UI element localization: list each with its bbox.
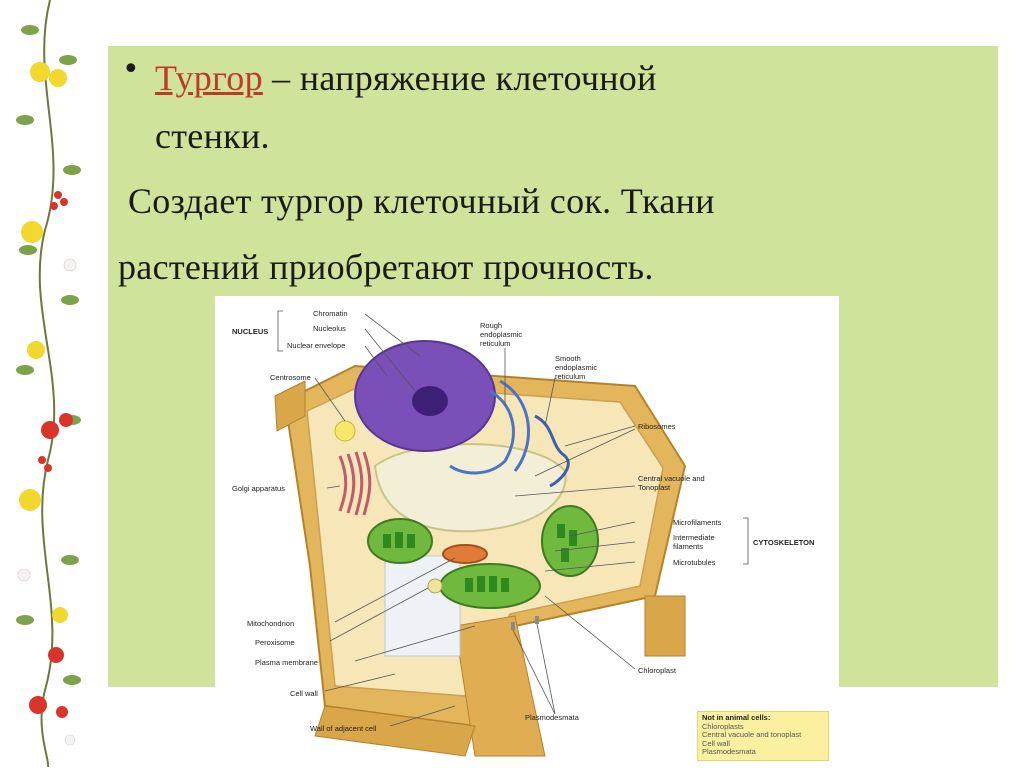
- label-smooth-er-1: Smooth: [555, 354, 581, 363]
- label-nucleolus: Nucleolus: [313, 324, 346, 333]
- label-smooth-er-3: reticulum: [555, 372, 585, 381]
- label-chloroplast: Chloroplast: [638, 666, 677, 675]
- label-rough-er-3: reticulum: [480, 339, 510, 348]
- label-nucleus: NUCLEUS: [232, 327, 268, 336]
- sentence-line-2: растений приобретают прочность.: [118, 238, 654, 296]
- not-in-animal-cells-note: Not in animal cells: Chloroplasts Centra…: [697, 711, 829, 761]
- label-intermediate: Intermediate: [673, 533, 715, 542]
- label-chromatin: Chromatin: [313, 309, 348, 318]
- label-mitochondrion: Mitochondrion: [247, 619, 294, 628]
- note-item: Plasmodesmata: [702, 748, 824, 757]
- label-plasmodesmata: Plasmodesmata: [525, 713, 580, 722]
- label-cell-wall: Cell wall: [290, 689, 318, 698]
- label-peroxisome: Peroxisome: [255, 638, 295, 647]
- label-ribosomes: Ribosomes: [638, 422, 676, 431]
- floral-vine-decoration: [0, 0, 100, 767]
- label-filaments: filaments: [673, 542, 703, 551]
- label-plasma-membrane: Plasma membrane: [255, 658, 318, 667]
- plant-cell-diagram: NUCLEUS Chromatin Nucleolus Nuclear enve…: [215, 296, 839, 767]
- label-rough-er-1: Rough: [480, 321, 502, 330]
- label-microtubules: Microtubules: [673, 558, 716, 567]
- bullet-marker: •: [122, 52, 140, 87]
- label-smooth-er-2: endoplasmic: [555, 363, 597, 372]
- label-microfilaments: Microfilaments: [673, 518, 722, 527]
- label-golgi: Golgi apparatus: [232, 484, 285, 493]
- label-centrosome: Centrosome: [270, 373, 311, 382]
- term-turgor: Тургор: [155, 58, 263, 98]
- label-nuclear-envelope: Nuclear envelope: [287, 341, 345, 350]
- plant-cell-illustration: NUCLEUS Chromatin Nucleolus Nuclear enve…: [215, 296, 839, 767]
- definition-line-1: Тургор – напряжение клеточной: [155, 49, 657, 107]
- label-central-vacuole: Central vacuole and: [638, 474, 705, 483]
- label-wall-adjacent-cell: Wall of adjacent cell: [310, 724, 377, 733]
- definition-line-2: стенки.: [155, 107, 270, 165]
- definition-text: – напряжение клеточной: [263, 58, 657, 98]
- sentence-line-1: Создает тургор клеточный сок. Ткани: [128, 172, 715, 230]
- label-cytoskeleton: CYTOSKELETON: [753, 538, 814, 547]
- label-rough-er-2: endoplasmic: [480, 330, 522, 339]
- label-tonoplast: Tonoplast: [638, 483, 671, 492]
